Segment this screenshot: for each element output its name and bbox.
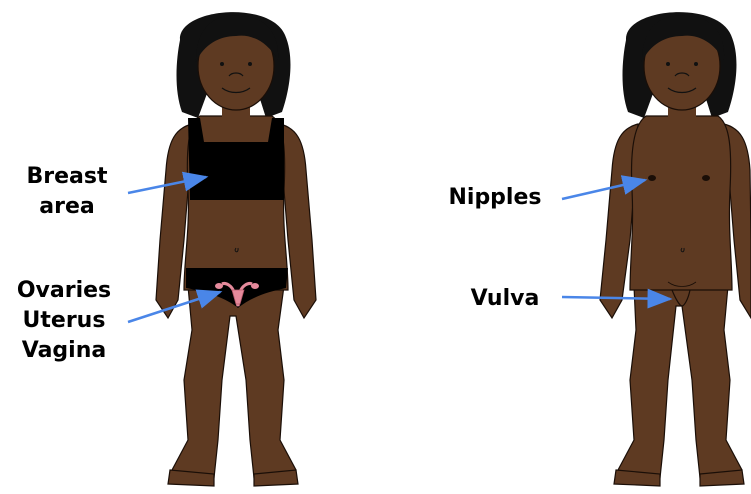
right-nipple-left — [648, 175, 656, 181]
right-nipple-right — [702, 175, 710, 181]
left-legs — [172, 286, 296, 482]
right-legs — [618, 286, 742, 482]
right-figure — [600, 12, 751, 486]
internal-organs-label: Ovaries Uterus Vagina — [2, 276, 126, 366]
vulva-label: Vulva — [460, 284, 550, 314]
uterus-label: Uterus — [2, 306, 126, 336]
breast-label-line2: area — [14, 192, 120, 222]
left-figure — [156, 12, 316, 486]
breast-area-label: Breast area — [14, 162, 120, 222]
right-torso — [630, 116, 732, 290]
nipples-label: Nipples — [440, 183, 550, 213]
ovaries-label: Ovaries — [2, 276, 126, 306]
breast-label-line1: Breast — [14, 162, 120, 192]
vagina-label: Vagina — [2, 336, 126, 366]
